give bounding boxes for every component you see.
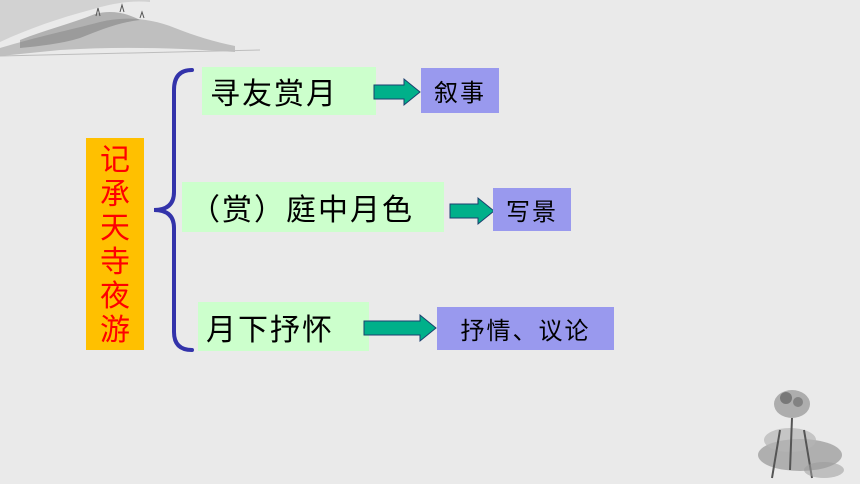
result-row-2: 写景 [493, 188, 571, 231]
title-char: 天 [100, 211, 130, 246]
title-char: 寺 [100, 245, 130, 280]
title-box: 记 承 天 寺 夜 游 [86, 138, 144, 350]
arrow-row-2 [449, 196, 495, 226]
arrow-row-1 [373, 77, 421, 107]
label-row-3: 月下抒怀 [198, 302, 369, 351]
arrow-row-3 [363, 313, 437, 343]
title-char: 夜 [100, 279, 130, 314]
title-char: 游 [100, 313, 130, 348]
result-row-1: 叙事 [421, 68, 499, 113]
title-char: 记 [100, 143, 130, 178]
title-char: 承 [100, 177, 130, 212]
label-row-1: 寻友赏月 [202, 67, 376, 115]
result-row-3: 抒情、议论 [437, 307, 614, 350]
label-row-2: （赏）庭中月色 [182, 182, 444, 232]
